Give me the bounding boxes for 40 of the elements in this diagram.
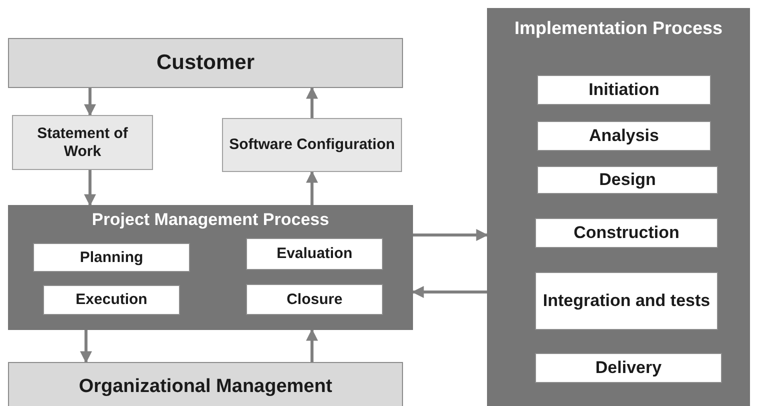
process-panel: [8, 205, 413, 330]
process-box: [8, 362, 403, 406]
arrow: [84, 88, 96, 116]
process-box: [222, 118, 402, 172]
step-box: [535, 218, 718, 248]
step-box: [246, 284, 383, 315]
box-label: Execution: [74, 291, 148, 309]
box-label: Organizational Management: [78, 376, 334, 398]
box-label: Delivery: [594, 358, 663, 378]
step-box: [535, 353, 722, 383]
arrow: [306, 170, 318, 205]
step-box: [537, 166, 718, 194]
box-label: Integration and tests: [542, 290, 712, 312]
process-box: [8, 38, 403, 88]
step-box: [537, 75, 711, 105]
box-label: Software Configuration: [228, 136, 396, 154]
process-box: [12, 115, 153, 170]
arrow: [413, 229, 488, 241]
step-box: [537, 121, 711, 151]
box-label: Closure: [286, 290, 344, 308]
arrow: [306, 86, 318, 118]
box-label: Evaluation: [276, 245, 354, 263]
step-box: [43, 285, 180, 315]
step-box: [246, 238, 383, 270]
arrow: [306, 328, 318, 362]
panel-heading: Implementation Process: [513, 18, 724, 40]
box-label: Planning: [78, 248, 144, 266]
arrow: [80, 330, 92, 364]
panel-heading: Project Management Process: [90, 210, 330, 230]
box-label: Initiation: [588, 80, 660, 100]
process-panel: [487, 8, 750, 406]
step-box: [535, 272, 718, 330]
box-label: Customer: [155, 50, 256, 76]
step-box: [33, 243, 190, 272]
box-label: Design: [598, 170, 657, 190]
box-label: Analysis: [588, 126, 660, 146]
arrow: [84, 170, 96, 206]
box-label: Statement of Work: [36, 124, 129, 160]
box-label: Construction: [572, 222, 680, 244]
arrow: [412, 286, 487, 298]
